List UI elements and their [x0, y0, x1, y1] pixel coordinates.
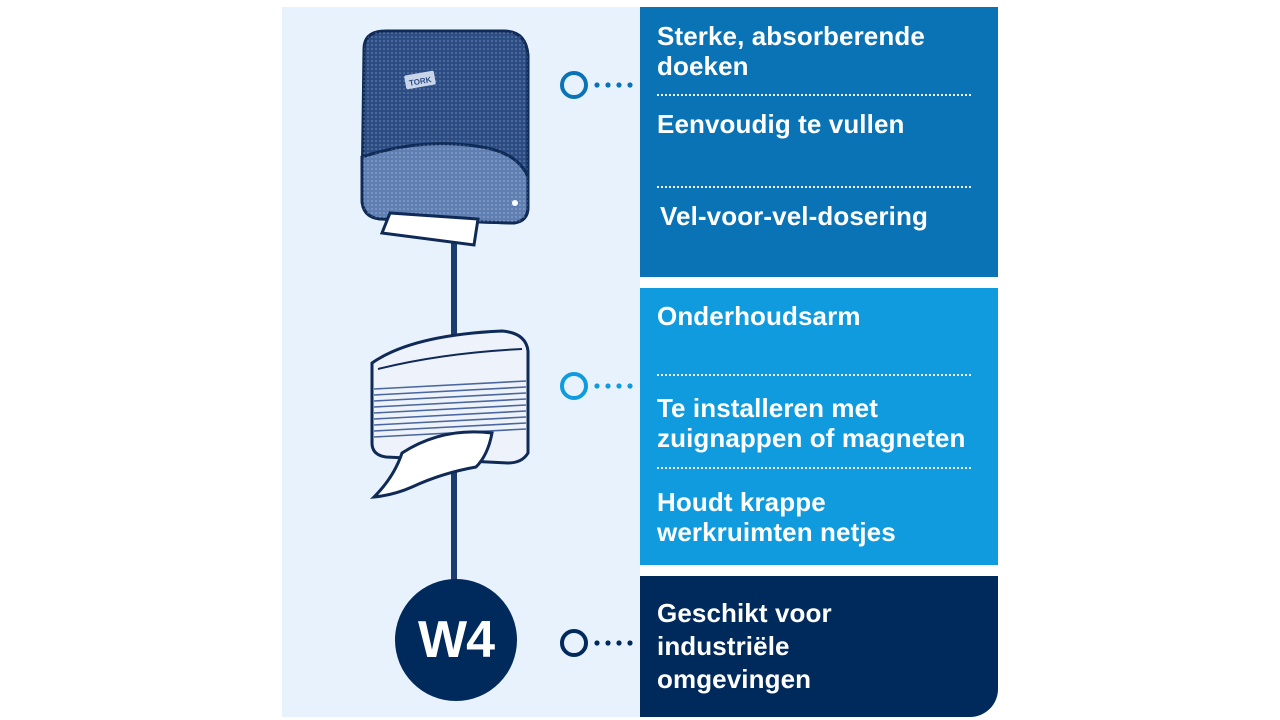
brand-label: TORK — [408, 75, 432, 88]
infographic: TORK — [282, 7, 998, 717]
feature-text: Eenvoudig te vullen — [657, 109, 905, 139]
feature-text: Geschikt voor industriële omgevingen — [657, 598, 832, 694]
dotted-separator — [657, 94, 971, 96]
feature-card-industrial: Geschikt voor industriële omgevingen — [640, 576, 998, 717]
dotted-separator — [657, 186, 971, 188]
illustration-layer: TORK — [360, 29, 633, 657]
feature-card-dispenser: Sterke, absorberende doeken Eenvoudig te… — [640, 7, 998, 277]
feature-text: Sterke, absorberende doeken — [657, 21, 925, 81]
feature-text: Onderhoudsarm — [657, 301, 861, 331]
feature-text: Te installeren met zuignappen of magnete… — [657, 393, 966, 453]
product-badge: W4 — [395, 579, 517, 701]
feature-card-pack: Onderhoudsarm Te installeren met zuignap… — [640, 288, 998, 565]
connector-group-1 — [560, 71, 633, 99]
connector-group-2 — [560, 372, 633, 400]
dispenser-icon: TORK — [360, 29, 530, 247]
connector-group-3 — [560, 629, 633, 657]
feature-text: Vel-voor-vel-dosering — [660, 201, 928, 231]
dotted-separator — [657, 374, 971, 376]
dotted-separator — [657, 467, 971, 469]
feature-text: Houdt krappe werkruimten netjes — [657, 487, 896, 547]
towel-pack-icon — [369, 329, 530, 499]
